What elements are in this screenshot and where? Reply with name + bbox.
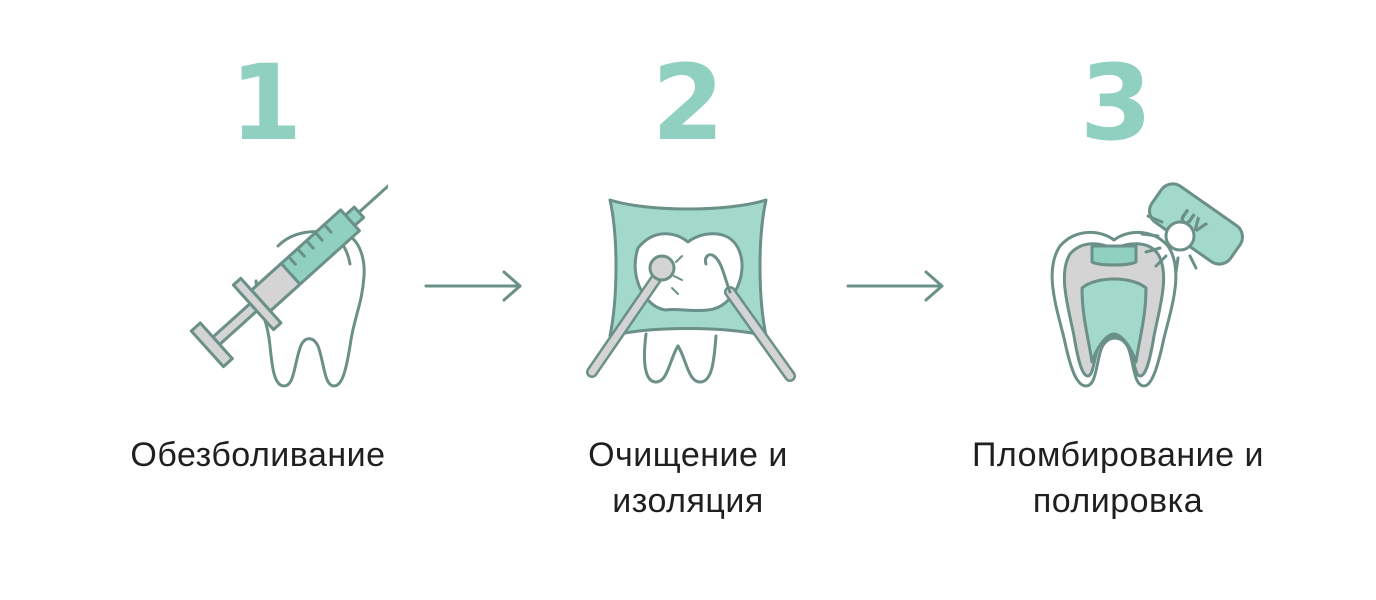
arrow-right-icon: [424, 270, 522, 302]
step-2-label-line-2: изоляция: [612, 482, 764, 520]
step-2-label-line-1: Очищение и: [588, 436, 788, 474]
step-2-label: Очищение и изоляция: [478, 432, 898, 524]
syringe-tooth-icon: [189, 176, 388, 388]
step-1-label: Обезболивание: [48, 432, 468, 478]
step-3-label: Пломбирование и полировка: [908, 432, 1328, 524]
step-3-label-line-1: Пломбирование и: [971, 436, 1265, 474]
uv-lamp-filling-icon: UV: [1050, 182, 1244, 388]
arrow-right-icon: [846, 270, 944, 302]
step-3-label-line-2: полировка: [1032, 482, 1204, 520]
step-3-number: 3: [1079, 42, 1153, 164]
step-2-number: 2: [651, 42, 725, 164]
step-1-number: 1: [229, 42, 303, 164]
dental-dam-cleaning-icon: [586, 198, 796, 384]
step-1-label-line-1: Обезболивание: [130, 436, 386, 474]
